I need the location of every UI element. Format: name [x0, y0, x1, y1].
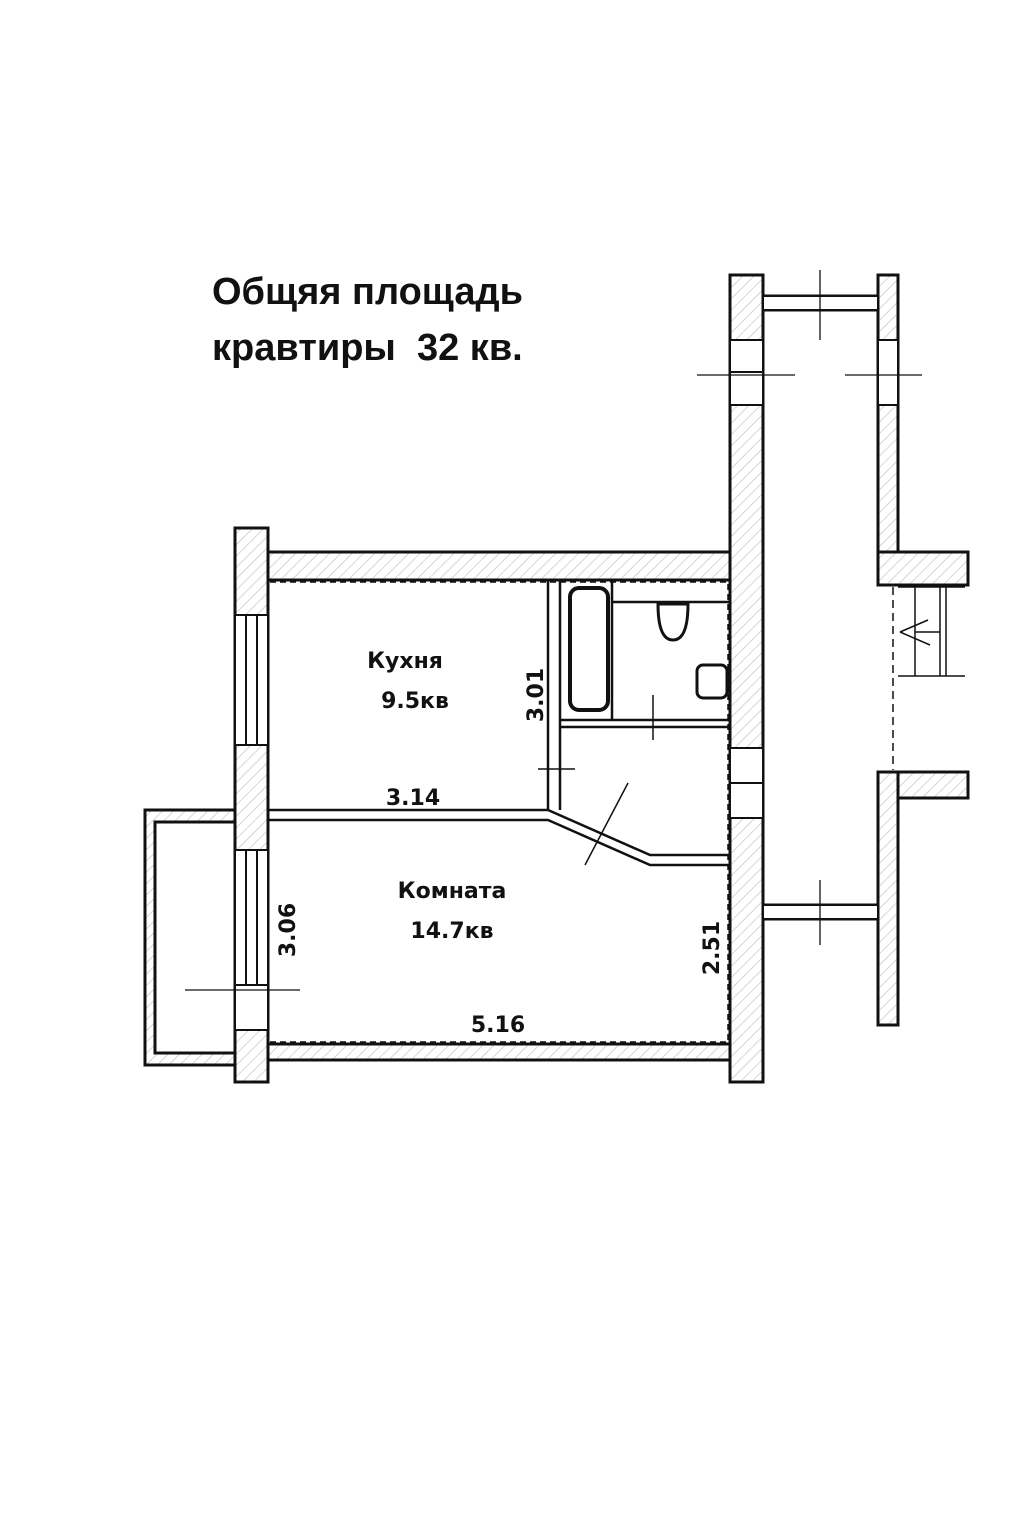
- plan-title: Общяя площадь кравтиры 32 кв.: [212, 264, 523, 376]
- wall-corridor-left: [728, 273, 765, 1084]
- wall-top: [266, 550, 732, 582]
- toilet-icon: [656, 602, 690, 642]
- dim-kitchen-height: 3.01: [524, 668, 549, 722]
- partition-kitchen-room: [268, 808, 730, 867]
- wall-corridor-right-lower: [876, 770, 900, 1027]
- balcony-door: [234, 984, 269, 1031]
- kitchen-name: Кухня: [367, 649, 443, 674]
- dim-room-height-right: 2.51: [700, 921, 725, 975]
- opening-corridor-right: [877, 339, 899, 406]
- kitchen-area: 9.5кв: [381, 689, 449, 714]
- room-outline-dashed: [270, 581, 729, 1043]
- title-line-1: Общяя площадь: [212, 271, 523, 313]
- dim-room-height-left: 3.06: [276, 903, 301, 957]
- wall-corridor-right-upper: [876, 273, 900, 587]
- balcony: [143, 808, 237, 1067]
- axis-marks: [185, 270, 922, 991]
- wall-stair-upper: [876, 550, 970, 587]
- stair-icon: [898, 586, 965, 677]
- room-area: 14.7кв: [410, 919, 493, 944]
- wall-bottom: [266, 1042, 732, 1062]
- dim-room-width: 5.16: [471, 1013, 525, 1038]
- partition-bathroom: [546, 580, 730, 810]
- bathtub-icon: [568, 586, 610, 712]
- window-kitchen: [234, 614, 269, 746]
- door-swing: [584, 782, 629, 866]
- room-name: Комната: [398, 879, 507, 904]
- title-line-2: кравтиры 32 кв.: [212, 327, 523, 369]
- sink-icon: [695, 663, 729, 700]
- dim-kitchen-width: 3.14: [386, 786, 440, 811]
- window-room: [234, 849, 269, 986]
